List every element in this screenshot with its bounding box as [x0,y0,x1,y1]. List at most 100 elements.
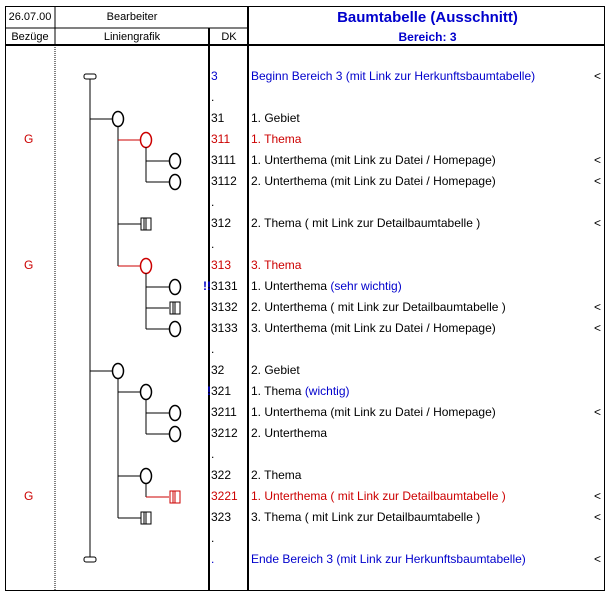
dk-code: 313 [211,258,232,272]
link-marker[interactable]: < [594,174,602,188]
row-label: 1. Unterthema ( mit Link zur Detailbaumt… [251,489,506,503]
dk-column-header: DK [221,31,237,43]
dk-code: . [211,447,215,461]
row-label: 1. Unterthema (mit Link zu Datei / Homep… [251,405,496,419]
link-marker[interactable]: < [594,321,602,335]
row-text[interactable]: Beginn Bereich 3 (mit Link zur Herkunfts… [251,69,535,83]
row-text[interactable]: 3. Thema [251,258,301,272]
dk-code: 3211 [211,405,237,419]
row-text[interactable]: 3. Thema ( mit Link zur Detailbaumtabell… [251,510,480,524]
date-label: 26.07.00 [8,11,52,23]
row-label: 2. Unterthema ( mit Link zur Detailbaumt… [251,300,506,314]
refs-column-header: Bezüge [11,31,49,43]
table-row: . [0,88,614,108]
detail-table-icon [143,217,152,231]
dk-code: 321 [211,384,232,398]
link-marker[interactable]: < [594,510,602,524]
reference-marker: G [24,132,34,146]
row-text[interactable]: 1. Unterthema (mit Link zu Datei / Homep… [251,153,496,167]
tree-node [168,152,182,170]
trunk-end-cap [83,556,97,563]
dk-code: 323 [211,510,232,524]
link-marker[interactable]: < [594,300,602,314]
page-title: Baumtabelle (Ausschnitt) [337,9,518,26]
editor-label: Bearbeiter [106,11,158,23]
dk-code: . [211,342,215,356]
dk-code: . [211,90,215,104]
link-marker[interactable]: < [594,552,602,566]
trunk-start-cap [83,73,97,80]
tree-node [168,173,182,191]
table-row: 32 2. Gebiet [0,361,614,381]
row-label: 1. Gebiet [251,111,300,125]
row-label: 2. Thema [251,468,302,482]
graphic-column-header: Liniengrafik [103,31,161,43]
link-marker[interactable]: < [594,153,602,167]
table-row: . [0,235,614,255]
dk-code: 322 [211,468,232,482]
dk-code: 3 [211,69,218,83]
row-label: 3. Thema ( mit Link zur Detailbaumtabell… [251,510,481,524]
detail-table-icon [172,301,181,315]
dk-code: . [211,195,215,209]
tree-node [168,278,182,296]
tree-node [168,320,182,338]
table-row: . [0,193,614,213]
row-label: 1. Unterthema (mit Link zu Datei / Homep… [251,153,496,167]
table-row: 31 1. Gebiet [0,109,614,129]
dk-code: 312 [211,216,232,230]
row-label: 1. Thema [251,384,305,398]
row-label: 1. Unterthema [251,279,331,293]
link-marker[interactable]: < [594,489,602,503]
detail-table-icon [172,490,181,504]
row-text[interactable]: 1. Thema [251,132,301,146]
row-label: 2. Gebiet [251,363,300,377]
row-text[interactable]: 2. Thema ( mit Link zur Detailbaumtabell… [251,216,480,230]
row-text[interactable]: 2. Gebiet [251,363,300,377]
row-text[interactable]: 2. Unterthema [251,426,327,440]
row-text[interactable]: 1. Unterthema (mit Link zu Datei / Homep… [251,405,496,419]
table-row: 312 2. Thema ( mit Link zur Detailbaumtab… [0,214,614,234]
link-marker[interactable]: < [594,405,602,419]
dk-code: 31 [211,111,225,125]
link-marker[interactable]: < [594,69,602,83]
dk-code: 311 [211,132,231,146]
row-text[interactable]: Ende Bereich 3 (mit Link zur Herkunftsba… [251,552,526,566]
row-text[interactable]: 1. Thema (wichtig) [251,384,349,398]
table-row: 3211 1. Unterthema (mit Link zu Datei / H… [0,403,614,423]
detail-table-icon [143,511,152,525]
row-text[interactable]: 1. Unterthema ( mit Link zur Detailbaumt… [251,489,506,503]
row-text[interactable]: 1. Gebiet [251,111,300,125]
page-subtitle: Bereich: 3 [398,30,457,44]
row-label: 3. Thema [251,258,302,272]
row-label: Beginn Bereich 3 (mit Link zur Herkunfts… [251,69,536,83]
row-note: (sehr wichtig) [330,279,402,293]
row-text[interactable]: 2. Thema [251,468,301,482]
row-text[interactable]: 2. Unterthema ( mit Link zur Detailbaumt… [251,300,506,314]
importance-marker: ! [207,384,211,398]
table-row: . [0,529,614,549]
dk-code: 3112 [211,174,237,188]
table-row: 3 Beginn Bereich 3 (mit Link zur Herkunft… [0,67,614,87]
dk-code: 3131 [211,279,238,293]
row-label: Ende Bereich 3 (mit Link zur Herkunftsba… [251,552,526,566]
dk-code: 32 [211,363,225,377]
table-frame [5,6,605,591]
dk-code: . [211,531,215,545]
row-text[interactable]: 2. Unterthema (mit Link zu Datei / Homep… [251,174,496,188]
dk-code: 3133 [211,321,238,335]
row-text[interactable]: 3. Unterthema (mit Link zu Datei / Homep… [251,321,496,335]
tree-node [168,404,182,422]
row-note: (wichtig) [304,384,350,398]
table-row: 3111 1. Unterthema (mit Link zu Datei / H… [0,151,614,171]
table-row: !321 1. Thema (wichtig) [0,382,614,402]
table-row: 323 3. Thema ( mit Link zur Detailbaumtab… [0,508,614,528]
row-text[interactable]: 1. Unterthema (sehr wichtig) [251,279,402,293]
row-label: 2. Unterthema (mit Link zu Datei / Homep… [251,174,496,188]
dk-code: 3111 [211,153,236,167]
link-marker[interactable]: < [594,216,602,230]
table-row: G 311 1. Thema [0,130,614,150]
